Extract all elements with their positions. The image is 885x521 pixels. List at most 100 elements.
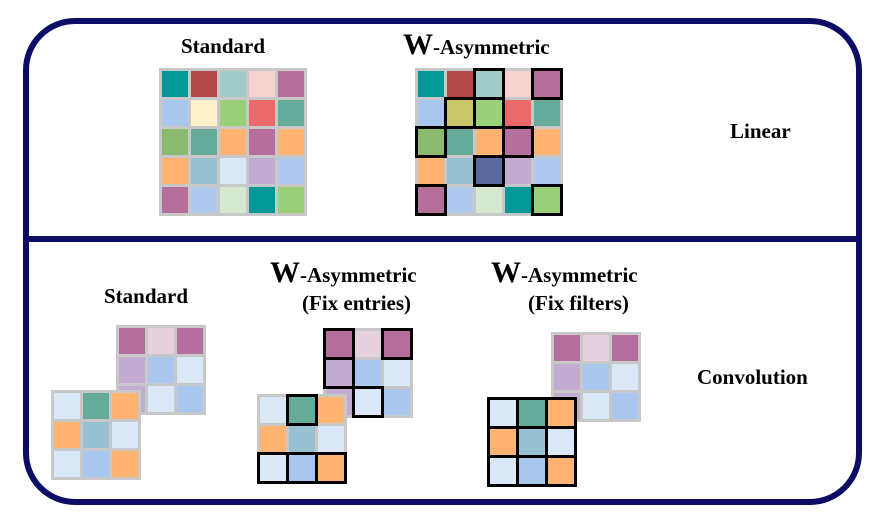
matrix-cell (188, 68, 220, 100)
convolution-section-label: Convolution (697, 365, 808, 389)
matrix-cell (444, 97, 476, 129)
matrix-cell (415, 184, 447, 216)
matrix-cell (551, 361, 583, 393)
conv-fix-entries-title: W-Asymmetric (270, 258, 417, 288)
matrix-cell (487, 397, 519, 429)
matrix-cell (116, 354, 148, 386)
matrix-cell (473, 155, 505, 187)
matrix-cell (286, 423, 318, 455)
matrix-cell (502, 68, 534, 100)
matrix-cell (502, 126, 534, 158)
matrix-cell (473, 68, 505, 100)
conv-fix-filters-front-filter (487, 397, 577, 487)
matrix-cell (609, 390, 641, 422)
matrix-cell (545, 397, 577, 429)
matrix-cell (502, 155, 534, 187)
matrix-cell (246, 97, 278, 129)
matrix-cell (381, 328, 413, 360)
matrix-cell (51, 419, 83, 451)
matrix-cell (159, 184, 191, 216)
matrix-cell (217, 126, 249, 158)
conv-standard-front-filter (51, 390, 141, 480)
w-symbol: W (403, 28, 433, 61)
matrix-cell (545, 455, 577, 487)
matrix-cell (551, 332, 583, 364)
matrix-cell (444, 184, 476, 216)
matrix-cell (145, 383, 177, 415)
matrix-cell (352, 386, 384, 418)
matrix-cell (145, 325, 177, 357)
matrix-cell (352, 357, 384, 389)
linear-standard-title: Standard (181, 34, 266, 58)
matrix-cell (531, 184, 563, 216)
matrix-cell (531, 68, 563, 100)
matrix-cell (217, 184, 249, 216)
matrix-cell (516, 455, 548, 487)
linear-standard-matrix (159, 68, 307, 216)
conv-fix-entries-front-filter (257, 394, 347, 484)
matrix-cell (257, 394, 289, 426)
matrix-cell (315, 423, 347, 455)
matrix-cell (580, 361, 612, 393)
w-symbol: W (491, 256, 521, 289)
matrix-cell (545, 426, 577, 458)
matrix-cell (315, 452, 347, 484)
matrix-cell (473, 184, 505, 216)
matrix-cell (246, 155, 278, 187)
matrix-cell (531, 155, 563, 187)
matrix-cell (116, 325, 148, 357)
matrix-cell (352, 328, 384, 360)
matrix-cell (609, 361, 641, 393)
outer-frame (23, 18, 862, 505)
matrix-cell (502, 97, 534, 129)
matrix-cell (145, 354, 177, 386)
linear-wasym-matrix (415, 68, 563, 216)
matrix-cell (80, 448, 112, 480)
asymmetric-label: -Asymmetric (521, 263, 638, 287)
conv-fix-entries-subtitle: (Fix entries) (302, 291, 412, 315)
matrix-cell (381, 386, 413, 418)
matrix-cell (217, 155, 249, 187)
matrix-cell (217, 97, 249, 129)
matrix-cell (188, 97, 220, 129)
matrix-cell (516, 397, 548, 429)
matrix-cell (415, 126, 447, 158)
section-divider (23, 236, 862, 242)
matrix-cell (323, 357, 355, 389)
matrix-cell (444, 68, 476, 100)
matrix-cell (531, 126, 563, 158)
matrix-cell (246, 184, 278, 216)
matrix-cell (275, 126, 307, 158)
conv-standard-title: Standard (104, 284, 189, 308)
matrix-cell (217, 68, 249, 100)
matrix-cell (174, 325, 206, 357)
matrix-cell (109, 390, 141, 422)
matrix-cell (381, 357, 413, 389)
matrix-cell (275, 97, 307, 129)
matrix-cell (444, 155, 476, 187)
matrix-cell (444, 126, 476, 158)
matrix-cell (188, 126, 220, 158)
matrix-cell (580, 390, 612, 422)
matrix-cell (323, 328, 355, 360)
matrix-cell (159, 68, 191, 100)
conv-fix-filters-subtitle: (Fix filters) (528, 291, 629, 315)
matrix-cell (315, 394, 347, 426)
matrix-cell (159, 97, 191, 129)
asymmetric-label: -Asymmetric (433, 35, 550, 59)
matrix-cell (188, 184, 220, 216)
matrix-cell (80, 390, 112, 422)
matrix-cell (246, 126, 278, 158)
matrix-cell (487, 426, 519, 458)
matrix-cell (246, 68, 278, 100)
matrix-cell (257, 452, 289, 484)
matrix-cell (580, 332, 612, 364)
matrix-cell (159, 155, 191, 187)
matrix-cell (188, 155, 220, 187)
matrix-cell (159, 126, 191, 158)
conv-standard-back-filter (116, 325, 206, 415)
matrix-cell (109, 419, 141, 451)
matrix-cell (516, 426, 548, 458)
matrix-cell (487, 455, 519, 487)
